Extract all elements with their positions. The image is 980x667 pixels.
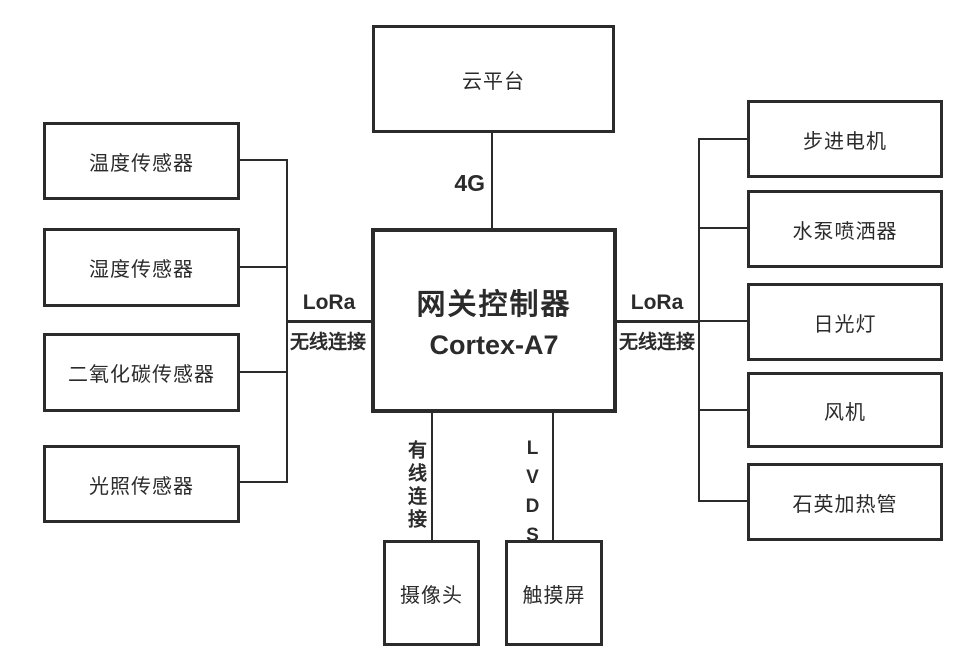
cloud-platform-label: 云平台 — [462, 70, 525, 93]
humidity-sensor-label: 湿度传感器 — [89, 259, 194, 281]
fan-node: 风机 — [747, 372, 943, 448]
touchscreen-label: 触摸屏 — [522, 584, 586, 607]
link-label-lvds: LVDS — [522, 438, 543, 554]
camera-label: 摄像头 — [400, 584, 463, 607]
co2-connector-line — [239, 371, 288, 373]
quartz-heater-node: 石英加热管 — [747, 463, 943, 541]
humidity-sensor-node: 湿度传感器 — [43, 228, 240, 307]
humidity-connector-line — [239, 266, 288, 268]
link-label-lora-left: LoRa — [302, 291, 356, 314]
co2-sensor-label: 二氧化碳传感器 — [68, 364, 215, 386]
stepper-motor-node: 步进电机 — [747, 100, 943, 178]
link-label-lora-right: LoRa — [630, 291, 684, 314]
fan-label: 风机 — [824, 401, 866, 424]
cloud-gateway-line — [491, 132, 493, 229]
touchscreen-node: 触摸屏 — [505, 540, 603, 646]
heater-connector-line — [698, 500, 748, 502]
camera-node: 摄像头 — [383, 540, 480, 646]
fan-connector-line — [698, 409, 748, 411]
link-label-wired-connection: 有线连接 — [405, 440, 426, 532]
camera-wired-line — [431, 412, 433, 540]
touchscreen-lvds-line — [552, 412, 554, 540]
temperature-sensor-label: 温度传感器 — [89, 152, 194, 175]
co2-sensor-node: 二氧化碳传感器 — [43, 333, 240, 412]
temperature-connector-line — [239, 159, 288, 161]
cloud-platform-node: 云平台 — [372, 25, 615, 133]
link-label-wireless-left: 无线连接 — [289, 332, 366, 353]
fluorescent-lamp-label: 日光灯 — [813, 313, 877, 336]
quartz-heater-label: 石英加热管 — [792, 493, 898, 516]
stepper-motor-label: 步进电机 — [803, 130, 887, 153]
left-lora-main-line — [286, 320, 372, 323]
link-label-4g: 4G — [454, 170, 485, 196]
light-sensor-label: 光照传感器 — [89, 475, 194, 498]
fluorescent-lamp-node: 日光灯 — [747, 283, 943, 361]
gateway-controller-label: 网关控制器 — [416, 288, 572, 321]
right-lora-main-line — [616, 320, 700, 323]
light-connector-line — [239, 481, 288, 483]
lamp-connector-line — [698, 320, 748, 322]
water-pump-sprayer-label: 水泵喷洒器 — [792, 220, 898, 243]
temperature-sensor-node: 温度传感器 — [43, 122, 240, 200]
link-label-wireless-right: 无线连接 — [618, 332, 695, 353]
pump-connector-line — [698, 227, 748, 229]
gateway-cpu-label: Cortex-A7 — [429, 329, 559, 360]
gateway-controller-node: 网关控制器 Cortex-A7 — [371, 228, 617, 413]
water-pump-sprayer-node: 水泵喷洒器 — [747, 190, 943, 268]
stepper-connector-line — [698, 138, 748, 140]
light-sensor-node: 光照传感器 — [43, 445, 240, 523]
